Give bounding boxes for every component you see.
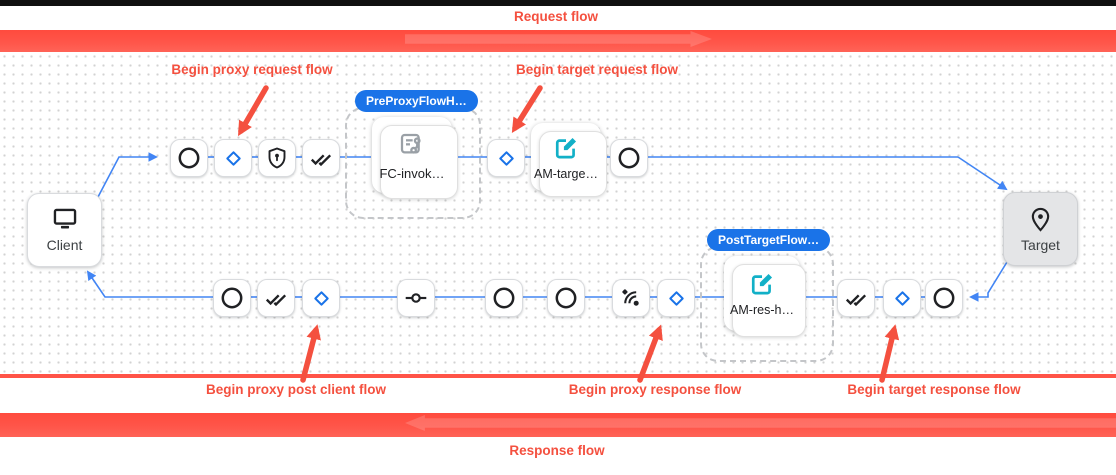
response-step-begin-target-response[interactable] (883, 279, 921, 317)
request-direction-arrow-icon (405, 31, 712, 47)
am-target-policy-card[interactable]: AM-targe… (531, 123, 607, 197)
double-check-icon (265, 294, 287, 307)
diamond-icon (668, 290, 684, 306)
am-target-label: AM-targe… (534, 166, 598, 181)
response-step-circle-3[interactable] (547, 279, 585, 317)
annotation-begin-target-request: Begin target request flow (515, 62, 679, 77)
flow-canvas (0, 52, 1116, 378)
posttarget-flowhook-badge[interactable]: PostTargetFlow… (707, 229, 831, 251)
request-step-security[interactable] (258, 139, 296, 177)
edit-square-icon (751, 273, 773, 295)
am-response-label: AM-res-h… (730, 303, 794, 317)
circle-icon (618, 147, 640, 169)
diamond-icon (894, 290, 910, 306)
client-node[interactable]: Client (27, 193, 102, 267)
diamond-icon (498, 150, 514, 166)
preproxy-flowhook-badge[interactable]: PreProxyFlowH… (355, 90, 478, 112)
response-step-checks-2[interactable] (837, 279, 875, 317)
commit-icon (405, 293, 427, 303)
request-step-begin-target-flow[interactable] (487, 139, 525, 177)
request-step-begin-proxy-flow[interactable] (214, 139, 252, 177)
request-step-circle-1[interactable] (170, 139, 208, 177)
target-label: Target (1021, 236, 1060, 253)
fc-invoke-label: FC-invok… (379, 166, 445, 181)
annotation-begin-proxy-post-client: Begin proxy post client flow (205, 382, 386, 397)
request-flow-label: Request flow (513, 9, 598, 24)
annotation-begin-proxy-request: Begin proxy request flow (171, 62, 333, 77)
am-response-policy-card[interactable]: AM-res-h… (724, 256, 806, 337)
top-black-bar (0, 0, 1116, 6)
shield-key-icon (268, 147, 286, 169)
request-flow-bar (0, 30, 1116, 52)
sensors-icon (621, 288, 639, 306)
flow-callout-icon (400, 133, 421, 154)
response-step-checks-1[interactable] (257, 279, 295, 317)
response-step-commit[interactable] (397, 279, 435, 317)
double-check-icon (845, 294, 867, 307)
annotation-begin-target-response: Begin target response flow (847, 382, 1021, 397)
client-label: Client (46, 237, 83, 253)
response-flow-label: Response flow (509, 443, 605, 458)
circle-icon (178, 147, 200, 169)
double-check-icon (310, 154, 332, 167)
circle-icon (221, 287, 243, 309)
diamond-icon (313, 290, 329, 306)
circle-icon (933, 287, 955, 309)
target-node[interactable]: Target (1003, 192, 1078, 266)
circle-icon (555, 287, 577, 309)
response-step-begin-post-client[interactable] (302, 279, 340, 317)
response-direction-arrow-icon (405, 415, 1116, 431)
request-step-circle-2[interactable] (610, 139, 648, 177)
annotation-begin-proxy-response: Begin proxy response flow (568, 382, 742, 397)
response-step-sensors[interactable] (612, 279, 650, 317)
circle-icon (493, 287, 515, 309)
response-step-circle-1[interactable] (213, 279, 251, 317)
request-step-checks[interactable] (302, 139, 340, 177)
edit-square-icon (555, 137, 577, 158)
response-step-begin-proxy-response[interactable] (657, 279, 695, 317)
monitor-icon (53, 208, 76, 229)
response-step-circle-2[interactable] (485, 279, 523, 317)
diamond-icon (225, 150, 241, 166)
fc-invoke-policy-card[interactable]: FC-invok… (372, 117, 458, 199)
response-step-circle-4[interactable] (925, 279, 963, 317)
location-pin-icon (1031, 207, 1050, 232)
response-flow-bar (0, 413, 1116, 437)
